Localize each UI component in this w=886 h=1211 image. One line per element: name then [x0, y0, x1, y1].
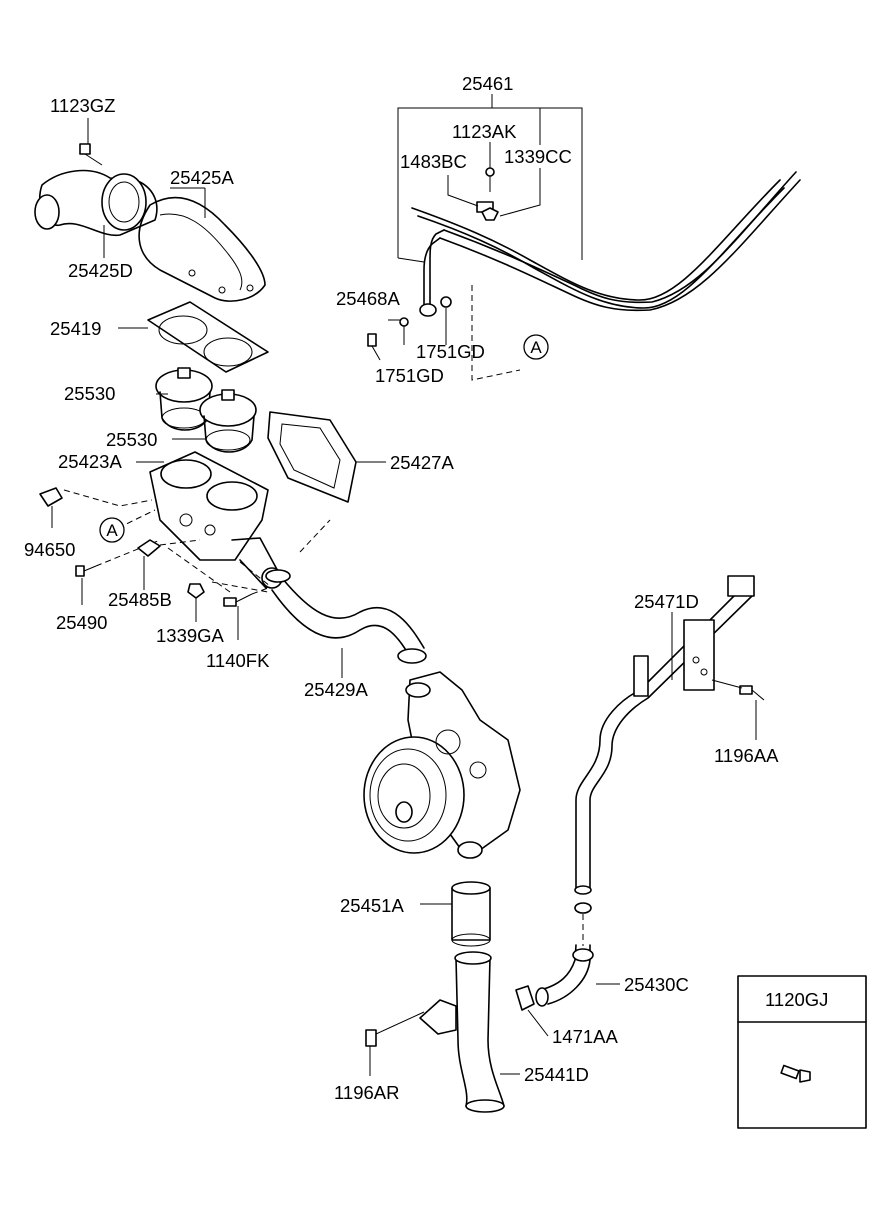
hose-25429A: [265, 569, 427, 678]
gasket-25419: [118, 301, 269, 373]
pipe-assembly-25461: [367, 94, 801, 381]
label-25530-upper: 25530: [64, 383, 115, 404]
label-25427A: 25427A: [390, 452, 454, 473]
legend-label-1120GJ: 1120GJ: [765, 989, 828, 1010]
hose-25430C: [515, 902, 620, 1037]
label-25468A: 25468A: [336, 288, 400, 309]
small-fittings-left: [39, 487, 331, 640]
label-25441D: 25441D: [524, 1064, 589, 1085]
pipe-25441D: [365, 951, 520, 1113]
label-1339CC: 1339CC: [504, 146, 572, 167]
label-25419: 25419: [50, 318, 101, 339]
label-1196AR: 1196AR: [334, 1082, 399, 1103]
label-1140FK: 1140FK: [206, 650, 270, 671]
label-25423A: 25423A: [58, 451, 122, 472]
thermostat-housing-25423A: [136, 451, 283, 589]
label-25451A: 25451A: [340, 895, 404, 916]
label-25485B: 25485B: [108, 589, 172, 610]
ref-circle-a-left: A: [99, 517, 125, 543]
pipe-25471D: [574, 575, 765, 895]
thermostats-25530: [155, 367, 257, 453]
label-25490: 25490: [56, 612, 107, 633]
ref-circle-a-top: A: [523, 334, 549, 360]
svg-text:A: A: [106, 521, 118, 540]
label-25461: 25461: [462, 73, 513, 94]
label-94650: 94650: [24, 539, 75, 560]
label-25425D: 25425D: [68, 260, 133, 281]
label-25429A: 25429A: [304, 679, 368, 700]
label-1123GZ: 1123GZ: [50, 95, 115, 116]
sleeve-25451A: [420, 881, 491, 947]
label-25425A: 25425A: [170, 167, 234, 188]
label-1751GD-upper: 1751GD: [416, 341, 485, 362]
svg-text:A: A: [530, 338, 542, 357]
water-pump: [363, 671, 521, 859]
label-25471D: 25471D: [634, 591, 699, 612]
gasket-25427A: [267, 411, 386, 503]
legend-box: [737, 975, 867, 1129]
label-1196AA: 1196AA: [714, 745, 779, 766]
label-25430C: 25430C: [624, 974, 689, 995]
outlet-elbow-group: [34, 118, 266, 302]
label-1123AK: 1123AK: [452, 121, 517, 142]
label-1471AA: 1471AA: [552, 1026, 618, 1047]
label-1339GA: 1339GA: [156, 625, 225, 646]
label-1483BC: 1483BC: [400, 151, 467, 172]
label-1751GD-lower: 1751GD: [375, 365, 444, 386]
label-25530-lower: 25530: [106, 429, 157, 450]
